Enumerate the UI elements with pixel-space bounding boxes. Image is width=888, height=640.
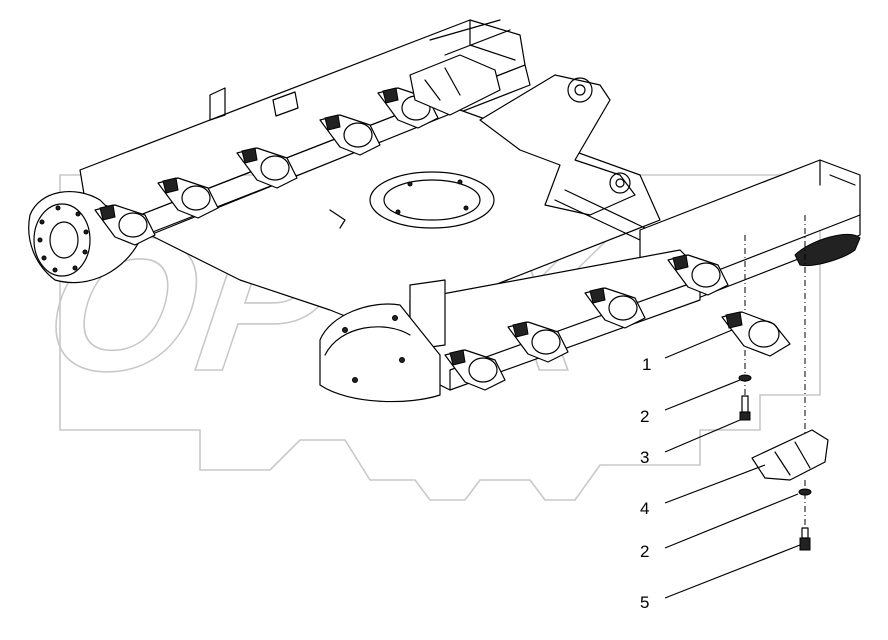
washer-part-2b bbox=[798, 488, 812, 496]
guard-part-4 bbox=[751, 429, 829, 481]
rear-rollers bbox=[94, 54, 501, 246]
sprocket-bolts bbox=[37, 205, 89, 273]
roller-part-1 bbox=[721, 311, 791, 357]
callout-5: 5 bbox=[640, 593, 649, 612]
bolt-part-3 bbox=[739, 395, 751, 421]
callout-3: 3 bbox=[640, 448, 649, 467]
callout-4: 4 bbox=[640, 499, 649, 518]
exploded-parts bbox=[664, 215, 829, 599]
gear-watermark-icon bbox=[59, 174, 821, 501]
callout-2b: 2 bbox=[640, 542, 649, 561]
washer-part-2 bbox=[738, 374, 752, 382]
callout-2a: 2 bbox=[640, 407, 649, 426]
callout-1: 1 bbox=[642, 355, 651, 374]
front-rollers bbox=[444, 254, 729, 391]
callouts: 1 2 3 4 2 5 bbox=[640, 355, 651, 612]
bolt-part-5 bbox=[799, 527, 811, 551]
